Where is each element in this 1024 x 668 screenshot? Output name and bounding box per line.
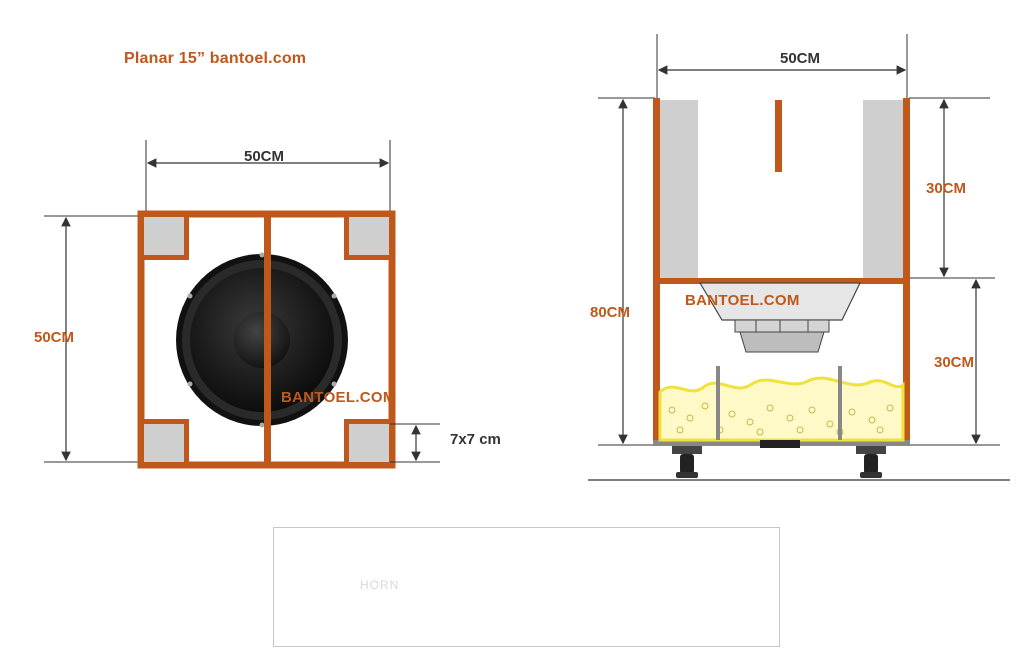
side-base <box>588 440 1010 481</box>
side-upper-label: 30CM <box>926 180 967 197</box>
front-height-dimension <box>44 215 140 463</box>
caster-right <box>856 446 886 478</box>
note-faded-text: HORN <box>360 578 400 592</box>
side-baffle <box>653 278 910 284</box>
front-height-label: 50CM <box>34 329 75 346</box>
side-insulation-left <box>660 100 698 278</box>
note-box <box>273 527 780 647</box>
side-top-slot <box>775 100 782 172</box>
side-fill-material <box>658 366 905 442</box>
side-lower-dimension <box>909 278 1000 446</box>
side-upper-dimension <box>909 97 995 279</box>
corner-brace-bottom-left <box>144 419 189 462</box>
side-width-label: 50CM <box>780 50 821 67</box>
corner-brace-top-right <box>344 217 389 260</box>
side-brand-label: BANTOEL.COM <box>685 292 800 309</box>
corner-brace-top-left <box>144 217 189 260</box>
corner-brace-bottom-right <box>344 419 389 462</box>
side-width-dimension <box>656 34 908 98</box>
front-divider-overlay <box>264 214 271 465</box>
speaker-side <box>698 282 861 353</box>
page-title: Planar 15” bantoel.com <box>124 50 307 67</box>
speaker-front <box>176 252 348 428</box>
side-total-label: 80CM <box>590 304 631 321</box>
front-width-label: 50CM <box>244 148 285 165</box>
side-total-dimension <box>598 97 655 446</box>
front-view <box>24 132 580 490</box>
front-width-dimension <box>145 140 391 212</box>
caster-left <box>672 446 702 478</box>
side-lower-label: 30CM <box>934 354 975 371</box>
side-wall-left <box>653 98 660 445</box>
front-brand-label: BANTOEL.COM <box>281 389 396 406</box>
side-view <box>588 34 1010 481</box>
brace-dimension <box>390 423 440 463</box>
side-wall-right <box>903 98 910 445</box>
brace-size-label: 7x7 cm <box>450 431 501 448</box>
side-insulation-right <box>863 100 903 278</box>
